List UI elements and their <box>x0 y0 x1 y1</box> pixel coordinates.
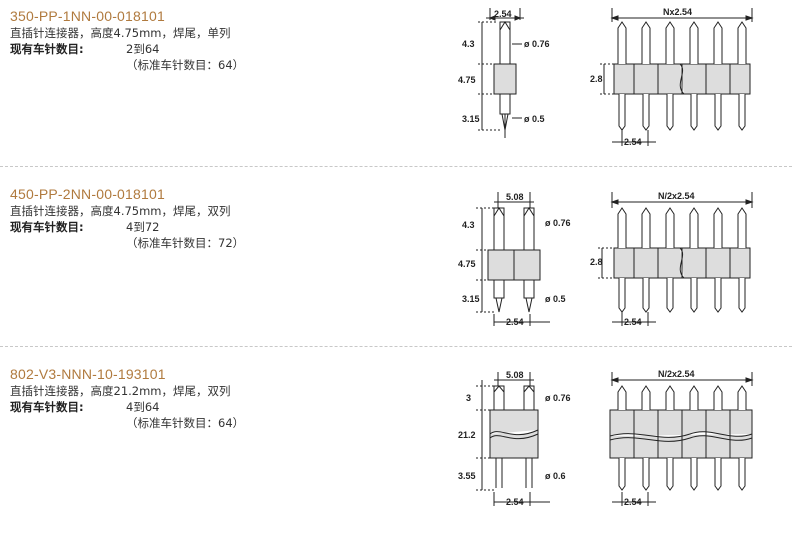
pin-top <box>665 21 675 64</box>
pin-top <box>617 207 627 248</box>
pin-count-range: 2到64 <box>126 42 160 56</box>
part-number: 450-PP-2NN-00-018101 <box>10 186 165 202</box>
pin-top <box>641 207 651 248</box>
pin-tail <box>618 278 626 313</box>
pin-count-range: 4到72 <box>126 220 160 234</box>
pin-top <box>665 207 675 248</box>
pin-count-label: 现有车针数目: <box>10 400 84 414</box>
pin-count-standard: （标准车针数目：64） <box>126 416 245 430</box>
dim-bottom-pitch: 2.54 <box>506 317 524 327</box>
dim-pin-dia-tail: ø 0.5 <box>545 294 566 304</box>
pin-count-standard: （标准车针数目：72） <box>126 236 245 250</box>
front-pins <box>617 21 747 131</box>
product-description: 直插针连接器，高度4.75mm，焊尾，双列 <box>10 204 231 218</box>
dim-side-pitch: 2.54 <box>494 9 512 19</box>
pin-top <box>737 207 747 248</box>
part-number: 350-PP-1NN-00-018101 <box>10 8 165 24</box>
pin-tail <box>714 94 722 131</box>
side-view <box>476 192 550 326</box>
pin-top <box>713 207 723 248</box>
pin-tail <box>666 278 674 313</box>
pin-tail <box>642 278 650 313</box>
pin-count-label: 现有车针数目: <box>10 42 84 56</box>
dim-pin-dia-top: ø 0.76 <box>545 218 571 228</box>
section-divider <box>0 166 792 167</box>
dim-tail-length: 3.55 <box>458 471 476 481</box>
dim-body-height: 21.2 <box>458 430 476 440</box>
dim-side-pitch: 5.08 <box>506 370 524 380</box>
front-pins <box>617 207 747 313</box>
part-number: 802-V3-NNN-10-193101 <box>10 366 166 382</box>
pin-top <box>713 385 723 410</box>
pin-top <box>641 21 651 64</box>
pin-tail <box>618 94 626 131</box>
pin-tail <box>738 278 746 313</box>
dim-pin-dia-tail: ø 0.6 <box>545 471 566 481</box>
dim-top-height: 3 <box>466 393 471 403</box>
pin-top <box>665 385 675 410</box>
pin-count-standard: （标准车针数目：64） <box>126 58 245 72</box>
dim-side-pitch: 5.08 <box>506 192 524 202</box>
pin-tail <box>738 94 746 131</box>
pin-tail <box>666 458 674 491</box>
front-pins <box>617 385 747 491</box>
product-section-2: 450-PP-2NN-00-018101 直插针连接器，高度4.75mm，焊尾，… <box>0 178 800 356</box>
dim-front-body-height: 2.8 <box>590 257 603 267</box>
pin-top <box>617 385 627 410</box>
dim-front-pitch: 2.54 <box>624 317 642 327</box>
pin-count-range: 4到64 <box>126 400 160 414</box>
product-description: 直插针连接器，高度21.2mm，焊尾，双列 <box>10 384 231 398</box>
dim-front-body-height: 2.8 <box>590 74 603 84</box>
dim-pin-dia-top: ø 0.76 <box>524 39 550 49</box>
dim-pin-dia-top: ø 0.76 <box>545 393 571 403</box>
pin-top <box>617 21 627 64</box>
dim-top-height: 4.3 <box>462 220 475 230</box>
product-section-1: 350-PP-1NN-00-018101 直插针连接器，高度4.75mm，焊尾，… <box>0 0 800 178</box>
side-view <box>478 8 524 138</box>
dim-front-pitch: 2.54 <box>624 137 642 147</box>
dim-body-height: 4.75 <box>458 259 476 269</box>
section-divider <box>0 346 792 347</box>
pin-tail <box>714 458 722 491</box>
pin-tail <box>618 458 626 491</box>
pin-top <box>641 385 651 410</box>
side-view <box>476 372 550 506</box>
dim-tail-length: 3.15 <box>462 114 480 124</box>
dim-front-width: Nx2.54 <box>663 7 692 17</box>
pin-top <box>713 21 723 64</box>
front-view <box>609 372 754 506</box>
pin-top <box>737 385 747 410</box>
pin-tail <box>690 278 698 313</box>
pin-top <box>737 21 747 64</box>
dim-tail-length: 3.15 <box>462 294 480 304</box>
pin-tail <box>642 458 650 491</box>
technical-drawing: 5.08 4.3 4.75 3.15 ø 0.76 ø 0.5 2.54 N/2… <box>458 191 754 327</box>
product-description: 直插针连接器，高度4.75mm，焊尾，单列 <box>10 26 231 40</box>
pin-tail <box>642 94 650 131</box>
pin-tail <box>690 458 698 491</box>
pin-tail <box>738 458 746 491</box>
dim-bottom-pitch: 2.54 <box>506 497 524 507</box>
dim-body-height: 4.75 <box>458 75 476 85</box>
dim-top-height: 4.3 <box>462 39 475 49</box>
pin-tail <box>666 94 674 131</box>
dim-front-width: N/2x2.54 <box>658 191 695 201</box>
pin-top <box>689 207 699 248</box>
pin-tail <box>690 94 698 131</box>
technical-drawing: 2.54 4.3 4.75 3.15 ø 0.76 ø 0.5 Nx2.54 2… <box>458 7 754 147</box>
pin-tail <box>714 278 722 313</box>
product-section-3: 802-V3-NNN-10-193101 直插针连接器，高度21.2mm，焊尾，… <box>0 358 800 536</box>
dim-front-width: N/2x2.54 <box>658 369 695 379</box>
dim-pin-dia-tail: ø 0.5 <box>524 114 545 124</box>
pin-top <box>689 385 699 410</box>
pin-count-label: 现有车针数目: <box>10 220 84 234</box>
dim-front-pitch: 2.54 <box>624 497 642 507</box>
pin-top <box>689 21 699 64</box>
technical-drawing: 5.08 3 21.2 3.55 ø 0.76 ø 0.6 2.54 N/2x2… <box>458 369 754 507</box>
